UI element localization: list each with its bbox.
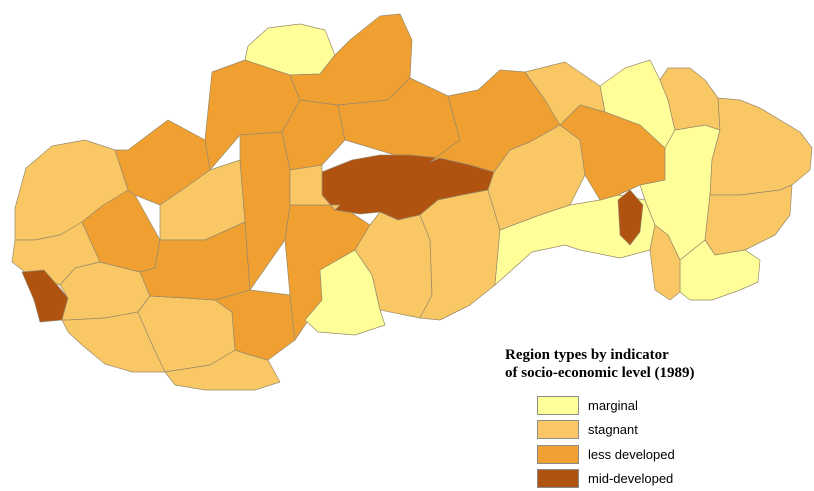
legend-swatch bbox=[537, 469, 579, 488]
legend-item-mid-developed: mid-developed bbox=[537, 467, 805, 491]
region bbox=[710, 98, 812, 195]
legend-label: less developed bbox=[588, 447, 675, 462]
region bbox=[705, 185, 792, 255]
region bbox=[420, 190, 500, 320]
legend-title: Region types by indicator of socio-econo… bbox=[505, 346, 805, 382]
legend-item-stagnant: stagnant bbox=[537, 418, 805, 443]
legend-label: mid-developed bbox=[588, 471, 673, 486]
legend: Region types by indicator of socio-econo… bbox=[505, 346, 805, 491]
legend-title-line1: Region types by indicator bbox=[505, 346, 805, 364]
legend-item-marginal: marginal bbox=[537, 393, 805, 418]
legend-items: marginal stagnant less developed mid-dev… bbox=[537, 393, 805, 491]
legend-label: marginal bbox=[588, 398, 638, 413]
legend-label: stagnant bbox=[588, 422, 638, 437]
legend-swatch bbox=[537, 445, 579, 464]
legend-swatch bbox=[537, 396, 579, 415]
legend-title-line2: of socio-economic level (1989) bbox=[505, 364, 805, 382]
legend-item-less-developed: less developed bbox=[537, 442, 805, 467]
legend-swatch bbox=[537, 420, 579, 439]
